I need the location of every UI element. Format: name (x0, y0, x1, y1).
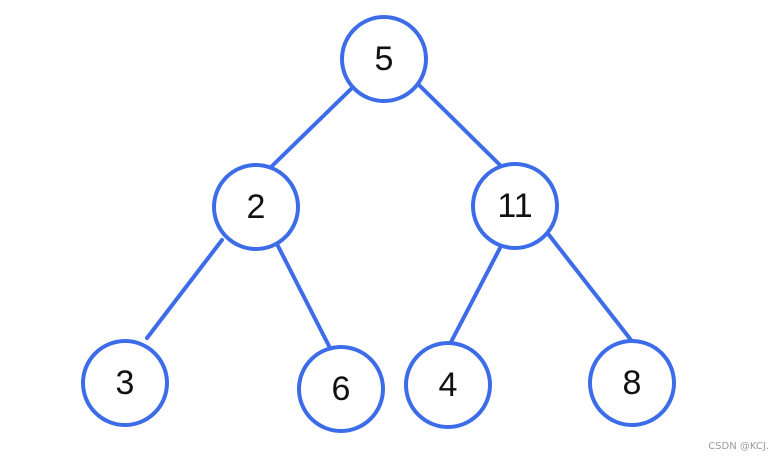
node-circle (340, 15, 428, 103)
tree-node-8: 8 (588, 339, 676, 427)
node-label: 5 (375, 40, 394, 78)
tree-node-5: 5 (340, 15, 428, 103)
node-label: 6 (332, 370, 351, 408)
node-circle (471, 162, 559, 250)
watermark: CSDN @KCJ. (708, 441, 769, 452)
tree-node-11: 11 (471, 162, 559, 250)
node-label: 11 (497, 187, 532, 225)
nodes-layer: 5 2 11 3 6 4 8 (81, 15, 676, 433)
node-label: 8 (623, 364, 642, 402)
node-circle (297, 345, 385, 433)
edge-n5-n11 (416, 82, 507, 172)
tree-node-4: 4 (404, 341, 492, 429)
edges-layer (145, 82, 633, 348)
node-circle (81, 339, 169, 427)
edge-n11-n8 (547, 233, 633, 342)
node-circle (404, 341, 492, 429)
node-label: 4 (439, 366, 458, 404)
edge-n2-n6 (276, 244, 331, 348)
edge-n5-n2 (268, 86, 354, 170)
edge-n11-n4 (448, 246, 502, 346)
edge-n2-n3 (145, 238, 224, 340)
tree-node-3: 3 (81, 339, 169, 427)
node-label: 2 (247, 188, 266, 226)
node-label: 3 (116, 364, 135, 402)
node-circle (588, 339, 676, 427)
node-circle (212, 163, 300, 251)
tree-node-2: 2 (212, 163, 300, 251)
tree-node-6: 6 (297, 345, 385, 433)
